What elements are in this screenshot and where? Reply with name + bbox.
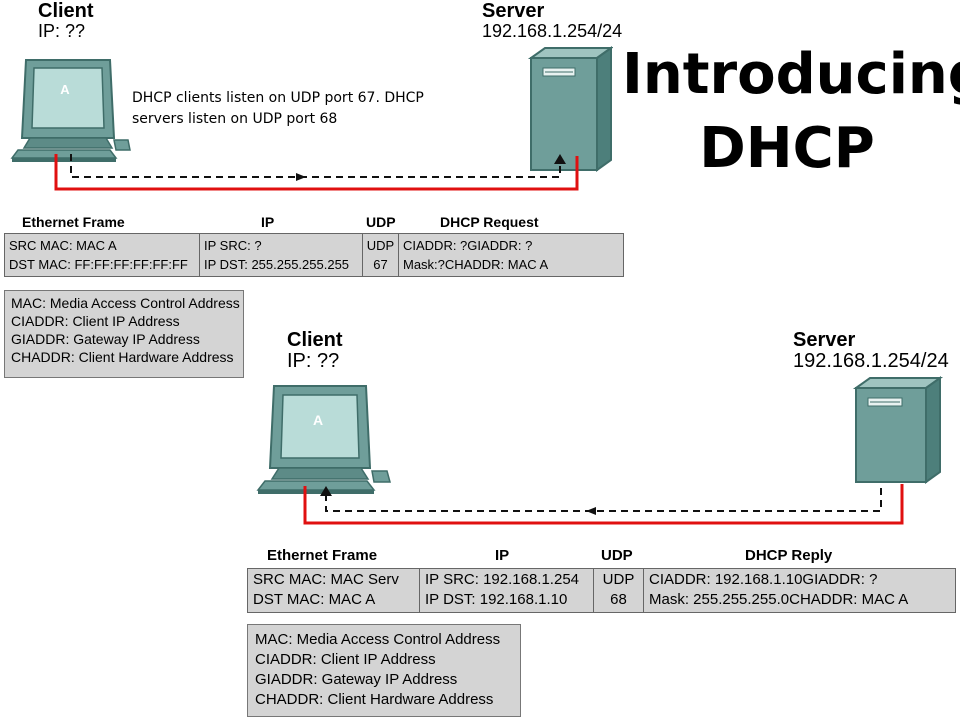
- port-note-line-1: DHCP clients listen on UDP port 67. DHCP: [132, 90, 424, 106]
- reply-chaddr: CHADDR: MAC A: [789, 591, 909, 608]
- request-eth-cell: SRC MAC: MAC A DST MAC: FF:FF:FF:FF:FF:F…: [4, 233, 200, 277]
- request-payload-header: DHCP Request: [440, 214, 539, 230]
- computer-icon: A: [256, 385, 391, 494]
- request-client-letter: A: [60, 82, 70, 97]
- reply-ip-src: IP SRC: 192.168.1.254: [425, 571, 579, 588]
- port-note: DHCP clients listen on UDP port 67. DHCP…: [132, 88, 424, 130]
- reply-eth-src: SRC MAC: MAC Serv: [253, 571, 399, 588]
- reply-ip-cell: IP SRC: 192.168.1.254 IP DST: 192.168.1.…: [419, 568, 594, 613]
- title-line-2: DHCP: [699, 116, 875, 181]
- request-link: [54, 154, 579, 191]
- request-udp-header: UDP: [366, 214, 396, 230]
- request-eth-dst: DST MAC: FF:FF:FF:FF:FF:FF: [9, 257, 188, 272]
- reply-eth-header: Ethernet Frame: [267, 547, 378, 564]
- request-eth-header: Ethernet Frame: [22, 214, 125, 230]
- reply-eth-cell: SRC MAC: MAC Serv DST MAC: MAC A: [247, 568, 420, 613]
- dashed-arrow-icon: [586, 507, 596, 515]
- reply-udp-header: UDP: [601, 547, 633, 564]
- legend-item: GIADDR: Gateway IP Address: [255, 671, 458, 688]
- request-payload-cell: CIADDR: ?GIADDR: ? Mask:?CHADDR: MAC A: [398, 233, 624, 277]
- request-legend: MAC: Media Access Control Address CIADDR…: [4, 290, 244, 378]
- legend-item: MAC: Media Access Control Address: [11, 295, 240, 311]
- reply-legend: MAC: Media Access Control Address CIADDR…: [247, 624, 521, 717]
- reply-udp-label: UDP: [602, 571, 635, 588]
- reply-udp-port: 68: [610, 591, 627, 608]
- reply-client-letter: A: [313, 412, 323, 428]
- reply-server-ip: 192.168.1.254/24: [793, 350, 949, 372]
- reply-ip-dst: IP DST: 192.168.1.10: [425, 591, 568, 608]
- reply-payload-header: DHCP Reply: [745, 547, 833, 564]
- request-ip-src: IP SRC: ?: [204, 238, 262, 253]
- page-title: Introducing DHCP: [622, 42, 960, 182]
- reply-ip-header: IP: [495, 547, 510, 564]
- reply-server-label: Server: [793, 329, 856, 351]
- request-ciaddr: CIADDR: ?: [403, 238, 468, 253]
- reply-mask: Mask: 255.255.255.0: [649, 591, 790, 608]
- server-tower-icon: [852, 376, 944, 484]
- request-server-label: Server: [482, 0, 545, 22]
- reply-udp-cell: UDP 68: [593, 568, 644, 613]
- legend-item: CIADDR: Client IP Address: [255, 651, 436, 668]
- request-chaddr: CHADDR: MAC A: [444, 257, 549, 272]
- request-giaddr: GIADDR: ?: [467, 238, 533, 253]
- request-client-ip: IP: ??: [38, 21, 86, 41]
- legend-item: MAC: Media Access Control Address: [255, 631, 501, 648]
- request-udp-port: 67: [373, 257, 388, 272]
- reply-ciaddr: CIADDR: 192.168.1.10: [649, 571, 803, 588]
- request-udp-label: UDP: [366, 238, 395, 253]
- reply-giaddr: GIADDR: ?: [802, 571, 878, 588]
- legend-item: GIADDR: Gateway IP Address: [11, 331, 200, 347]
- server-tower-icon: [527, 46, 613, 172]
- request-mask: Mask:?: [403, 257, 445, 272]
- legend-item: CHADDR: Client Hardware Address: [255, 691, 494, 708]
- reply-link: [303, 484, 904, 525]
- legend-item: CHADDR: Client Hardware Address: [11, 349, 234, 365]
- reply-client-ip: IP: ??: [287, 350, 340, 372]
- dashed-arrow-icon: [296, 173, 306, 181]
- request-udp-cell: UDP 67: [362, 233, 399, 277]
- computer-icon: A: [10, 59, 131, 162]
- reply-eth-dst: DST MAC: MAC A: [253, 591, 376, 608]
- port-note-line-2: servers listen on UDP port 68: [132, 111, 338, 127]
- legend-item: CIADDR: Client IP Address: [11, 313, 180, 329]
- reply-payload-cell: CIADDR: 192.168.1.10GIADDR: ? Mask: 255.…: [643, 568, 956, 613]
- reply-client-label: Client: [287, 329, 343, 351]
- request-client-label: Client: [38, 0, 94, 22]
- request-eth-src: SRC MAC: MAC A: [9, 238, 117, 253]
- request-ip-cell: IP SRC: ? IP DST: 255.255.255.255: [199, 233, 363, 277]
- request-ip-dst: IP DST: 255.255.255.255: [204, 257, 350, 272]
- request-ip-header: IP: [261, 214, 275, 230]
- title-line-1: Introducing: [622, 42, 960, 107]
- request-server-ip: 192.168.1.254/24: [482, 21, 623, 41]
